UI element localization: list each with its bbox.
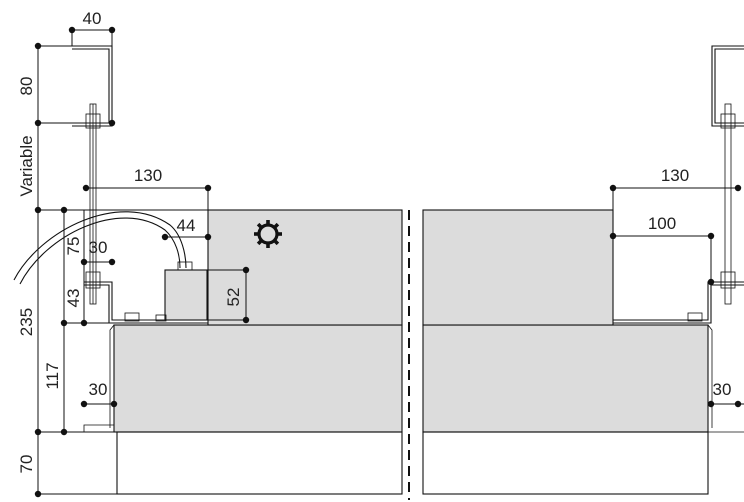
dim-30-right: 30: [713, 380, 732, 399]
left-lower-box: [113, 324, 403, 433]
dim-117: 117: [43, 362, 62, 389]
dim-30-upper: 30: [89, 238, 108, 257]
right-threaded-rod: [724, 103, 732, 305]
right-lower-bracket: [613, 281, 744, 324]
dim-130-right: 130: [661, 166, 689, 185]
right-upper-box: [422, 209, 614, 326]
bolt-head-right: [687, 312, 703, 322]
right-base: [422, 431, 709, 495]
dim-100: 100: [648, 214, 676, 233]
cable: [13, 211, 187, 281]
dim-43: 43: [64, 289, 83, 308]
dim-130-left: 130: [134, 166, 162, 185]
dim-44: 44: [177, 216, 196, 235]
dim-80: 80: [17, 77, 36, 96]
dimension-markers: [34, 26, 742, 498]
cable-gland: [177, 261, 193, 271]
nut-top: [85, 113, 101, 129]
dim-40: 40: [83, 9, 102, 28]
bolt-head-left: [124, 312, 140, 322]
dim-235: 235: [17, 308, 36, 336]
dim-30-lower: 30: [89, 380, 108, 399]
nut-mid: [85, 271, 101, 289]
junction-box: [164, 269, 208, 321]
top-right-bracket: [711, 45, 744, 127]
dim-variable: Variable: [17, 135, 36, 196]
left-mount-plate: [83, 324, 115, 432]
left-lower-bracket: [84, 281, 208, 324]
dim-52: 52: [224, 288, 243, 307]
gear-icon: [254, 220, 282, 248]
left-upper-box: [207, 209, 403, 326]
right-lower-box: [422, 324, 709, 433]
dim-70: 70: [17, 455, 36, 474]
top-left-bracket: [72, 45, 113, 127]
dim-75: 75: [64, 237, 83, 256]
left-base: [116, 431, 403, 495]
